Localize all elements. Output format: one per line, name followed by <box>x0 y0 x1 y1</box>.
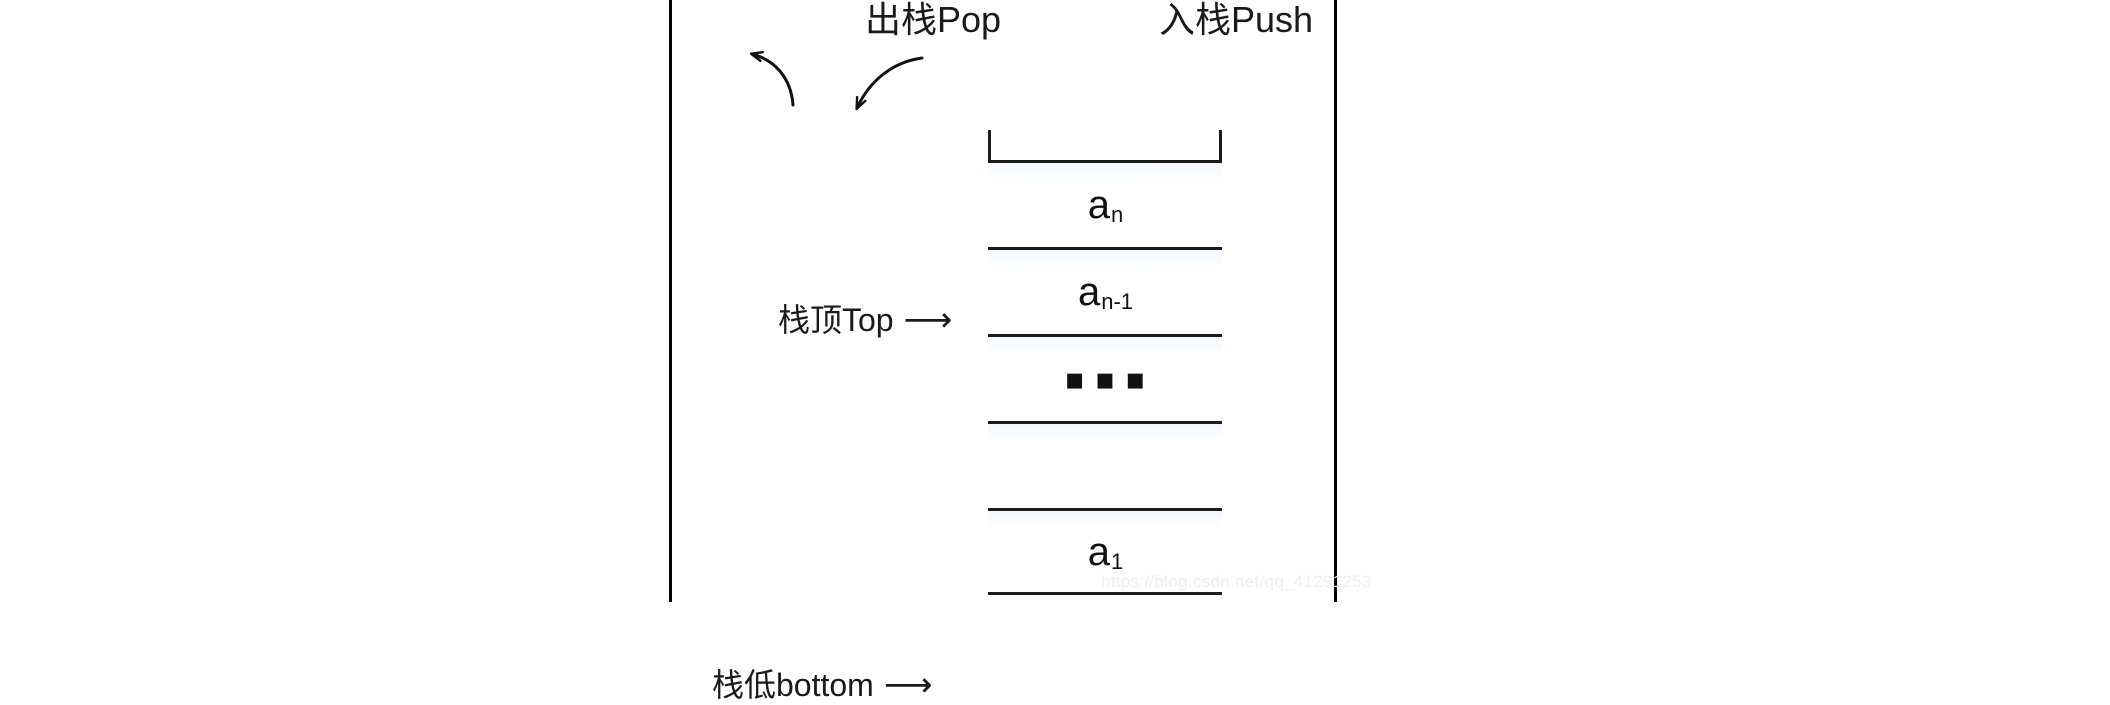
pop-arrow <box>752 54 795 107</box>
push-label: 入栈Push <box>1159 0 1314 40</box>
frame-rule-left <box>669 0 672 602</box>
stack-cell-empty <box>988 421 1222 508</box>
stack-top-pointer-label: 栈顶Top <box>778 302 894 338</box>
stack-bottom-pointer: 栈低bottom ⟶ <box>712 668 933 702</box>
arrow-right-icon: ⟶ <box>903 300 953 340</box>
push-arrow <box>857 56 924 108</box>
stack-cell-ellipsis: ▪▪▪ <box>988 334 1222 421</box>
stack-ellipsis-marker: ▪▪▪ <box>1064 361 1156 397</box>
arrow-right-icon: ⟶ <box>883 665 933 705</box>
watermark: https://blog.csdn.net/qq_41291253 <box>1101 572 1372 591</box>
pop-label: 出栈Pop <box>865 0 1002 40</box>
frame-rule-right <box>1334 0 1337 602</box>
stack-top-pointer: 栈顶Top ⟶ <box>778 303 952 337</box>
stack-bottom-pointer-label: 栈低bottom <box>712 667 874 703</box>
